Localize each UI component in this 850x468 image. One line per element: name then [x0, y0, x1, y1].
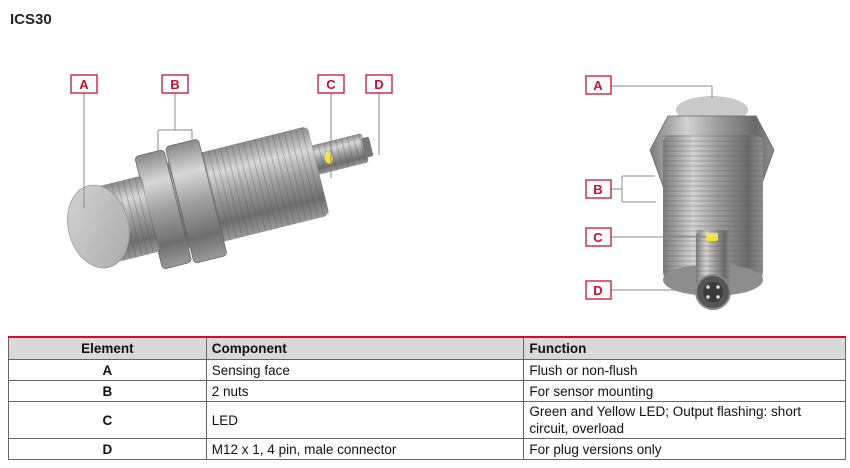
callout-d-right: D: [585, 280, 697, 300]
svg-text:A: A: [79, 77, 89, 92]
cell-element: B: [8, 380, 207, 402]
callout-a-left: A: [70, 74, 98, 208]
cell-function: Flush or non-flush: [523, 359, 846, 381]
svg-text:B: B: [170, 77, 179, 92]
cell-function: For plug versions only: [523, 438, 846, 460]
table-row: B 2 nuts For sensor mounting: [8, 380, 846, 402]
callout-a-right: A: [585, 75, 713, 98]
callout-c-right: C: [585, 227, 706, 247]
header-element: Element: [8, 336, 207, 360]
component-table: Element Component Function A Sensing fac…: [8, 336, 846, 460]
svg-text:D: D: [593, 283, 602, 298]
svg-text:C: C: [326, 77, 336, 92]
cell-component: LED: [205, 401, 525, 439]
sensor-side-view: [67, 126, 374, 269]
sensor-illustration: A B C D: [67, 74, 775, 310]
table-row: C LED Green and Yellow LED; Output flash…: [8, 401, 846, 439]
cell-element: A: [8, 359, 207, 381]
cell-component: Sensing face: [205, 359, 525, 381]
callout-b-left: B: [157, 74, 193, 152]
table-header-row: Element Component Function: [8, 336, 846, 360]
svg-text:B: B: [593, 182, 602, 197]
callout-c-left: C: [317, 74, 345, 178]
table-row: A Sensing face Flush or non-flush: [8, 359, 846, 381]
callout-d-left: D: [365, 74, 393, 155]
header-function: Function: [523, 336, 846, 360]
cell-component: 2 nuts: [205, 380, 525, 402]
table-row: D M12 x 1, 4 pin, male connector For plu…: [8, 438, 846, 460]
callout-b-right: B: [585, 175, 656, 203]
sensor-rear-view: [649, 96, 775, 310]
svg-text:D: D: [374, 77, 383, 92]
header-component: Component: [205, 336, 525, 360]
svg-text:A: A: [593, 78, 603, 93]
cell-function: For sensor mounting: [523, 380, 846, 402]
document-title: ICS30: [10, 11, 52, 28]
cell-element: C: [8, 401, 207, 439]
cell-function: Green and Yellow LED; Output flashing: s…: [523, 401, 846, 439]
cell-element: D: [8, 438, 207, 460]
svg-text:C: C: [593, 230, 603, 245]
cell-component: M12 x 1, 4 pin, male connector: [205, 438, 525, 460]
